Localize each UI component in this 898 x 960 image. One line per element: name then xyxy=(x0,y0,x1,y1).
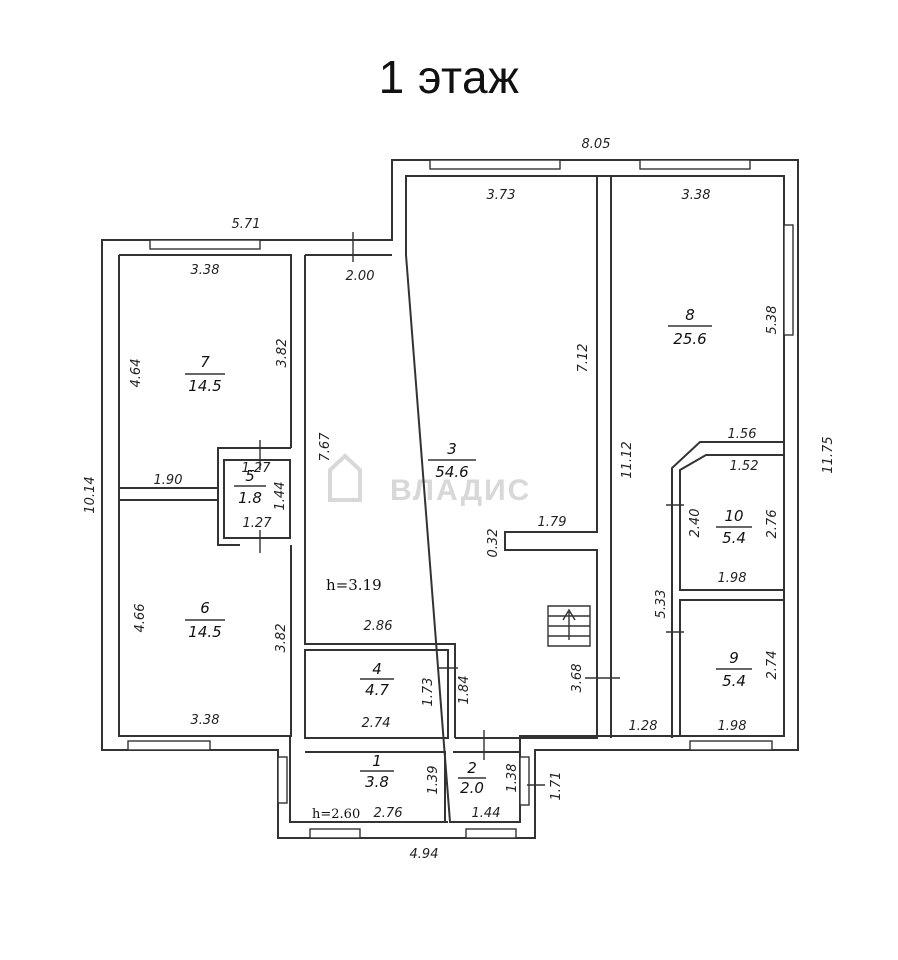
dim-room1-bottom: 2.76 xyxy=(374,806,403,821)
room-5-number: 5 xyxy=(245,467,255,485)
room-10-number: 10 xyxy=(724,507,743,525)
dim-room3-inner: 7.12 xyxy=(576,344,591,373)
dim-room10-right: 2.76 xyxy=(765,510,780,539)
room-7-number: 7 xyxy=(200,353,210,371)
room-2-area: 2.0 xyxy=(460,779,484,797)
dim-room3-top: 3.73 xyxy=(487,188,516,203)
dim-room3-notch-v: 0.32 xyxy=(486,529,501,558)
door-marks xyxy=(259,232,684,786)
dim-room9-right: 2.74 xyxy=(765,651,780,680)
page-title: 1 этаж xyxy=(378,51,520,103)
room-2-number: 2 xyxy=(467,759,477,777)
dim-room7-top: 3.38 xyxy=(191,263,220,278)
dim-room3-notch: 1.79 xyxy=(538,515,567,530)
dim-room10-bottom: 1.98 xyxy=(718,571,747,586)
dim-room1-right: 1.39 xyxy=(426,766,441,795)
dim-room5-bottom: 1.27 xyxy=(243,516,273,531)
dim-room2-bottom: 1.44 xyxy=(472,806,501,821)
dim-left-total: 10.14 xyxy=(83,476,98,513)
dim-room3-door: 3.68 xyxy=(570,664,585,693)
room-4-area: 4.7 xyxy=(365,681,389,699)
dim-bottom-total: 4.94 xyxy=(410,847,439,862)
dim-room3-left-top: 2.00 xyxy=(346,269,375,284)
room-9-area: 5.4 xyxy=(722,672,746,690)
ceiling-height-entry: h=2.60 xyxy=(312,807,360,822)
dim-room8-left: 11.12 xyxy=(620,441,635,478)
room-6-area: 14.5 xyxy=(188,623,221,641)
room-8-number: 8 xyxy=(685,306,695,324)
dim-room7-bottom: 1.90 xyxy=(154,473,183,488)
dim-room3-bottom: 2.86 xyxy=(364,619,393,634)
dim-room4-left: 1.73 xyxy=(421,678,436,707)
dim-room5-height: 1.44 xyxy=(273,482,288,511)
room-1-area: 3.8 xyxy=(365,773,389,791)
room-9-number: 9 xyxy=(729,649,739,667)
dim-room9-left: 5.33 xyxy=(654,590,669,619)
watermark-logo: ВЛАДИС xyxy=(328,453,531,507)
dim-room10-left: 2.40 xyxy=(688,509,703,538)
dim-room6-right: 3.82 xyxy=(274,624,289,653)
dim-room8-step: 1.56 xyxy=(728,427,757,442)
ceiling-height-main: h=3.19 xyxy=(326,576,382,594)
dim-room7-right: 3.82 xyxy=(275,339,290,368)
dim-right-total: 11.75 xyxy=(821,436,836,473)
room-8-area: 25.6 xyxy=(673,330,706,348)
dim-room6-left: 4.66 xyxy=(133,604,148,633)
room-10-area: 5.4 xyxy=(722,529,746,547)
dim-room4-bottom: 2.74 xyxy=(362,716,391,731)
dim-room2-right: 1.38 xyxy=(505,764,520,793)
dim-room8-bottom: 1.28 xyxy=(629,719,658,734)
dim-room4-right: 1.84 xyxy=(457,676,472,705)
dim-top-total: 8.05 xyxy=(582,137,611,152)
dim-room10-top: 1.52 xyxy=(730,459,759,474)
dim-left-top: 5.71 xyxy=(232,217,261,232)
dimension-labels-horizontal: 8.05 5.71 3.73 3.38 3.38 2.00 1.56 1.52 … xyxy=(154,137,759,862)
room-5-area: 1.8 xyxy=(238,489,262,507)
interior-walls xyxy=(119,175,785,822)
dimension-labels-vertical: 4.64 3.82 7.12 5.38 7.67 11.12 11.75 10.… xyxy=(83,306,836,801)
room-labels: 7 14.5 5 1.8 6 14.5 3 54.6 8 25.6 10 5.4… xyxy=(185,306,752,822)
dim-room6-bottom: 3.38 xyxy=(191,713,220,728)
dim-room3-left: 7.67 xyxy=(318,432,333,462)
room-4-number: 4 xyxy=(372,660,382,678)
dim-room8-top: 3.38 xyxy=(682,188,711,203)
dim-room9-bottom: 1.98 xyxy=(718,719,747,734)
room-1-number: 1 xyxy=(372,752,382,770)
dim-room5-width: 1.27 xyxy=(242,461,272,476)
room-6-number: 6 xyxy=(200,599,210,617)
windows xyxy=(127,159,794,839)
room-3-number: 3 xyxy=(447,440,457,458)
room-7-area: 14.5 xyxy=(188,377,221,395)
dim-room2-side: 1.71 xyxy=(549,772,564,801)
watermark-text: ВЛАДИС xyxy=(390,474,531,507)
dim-room8-right: 5.38 xyxy=(765,306,780,335)
dim-room7-left: 4.64 xyxy=(129,359,144,388)
room-3-area: 54.6 xyxy=(435,463,468,481)
